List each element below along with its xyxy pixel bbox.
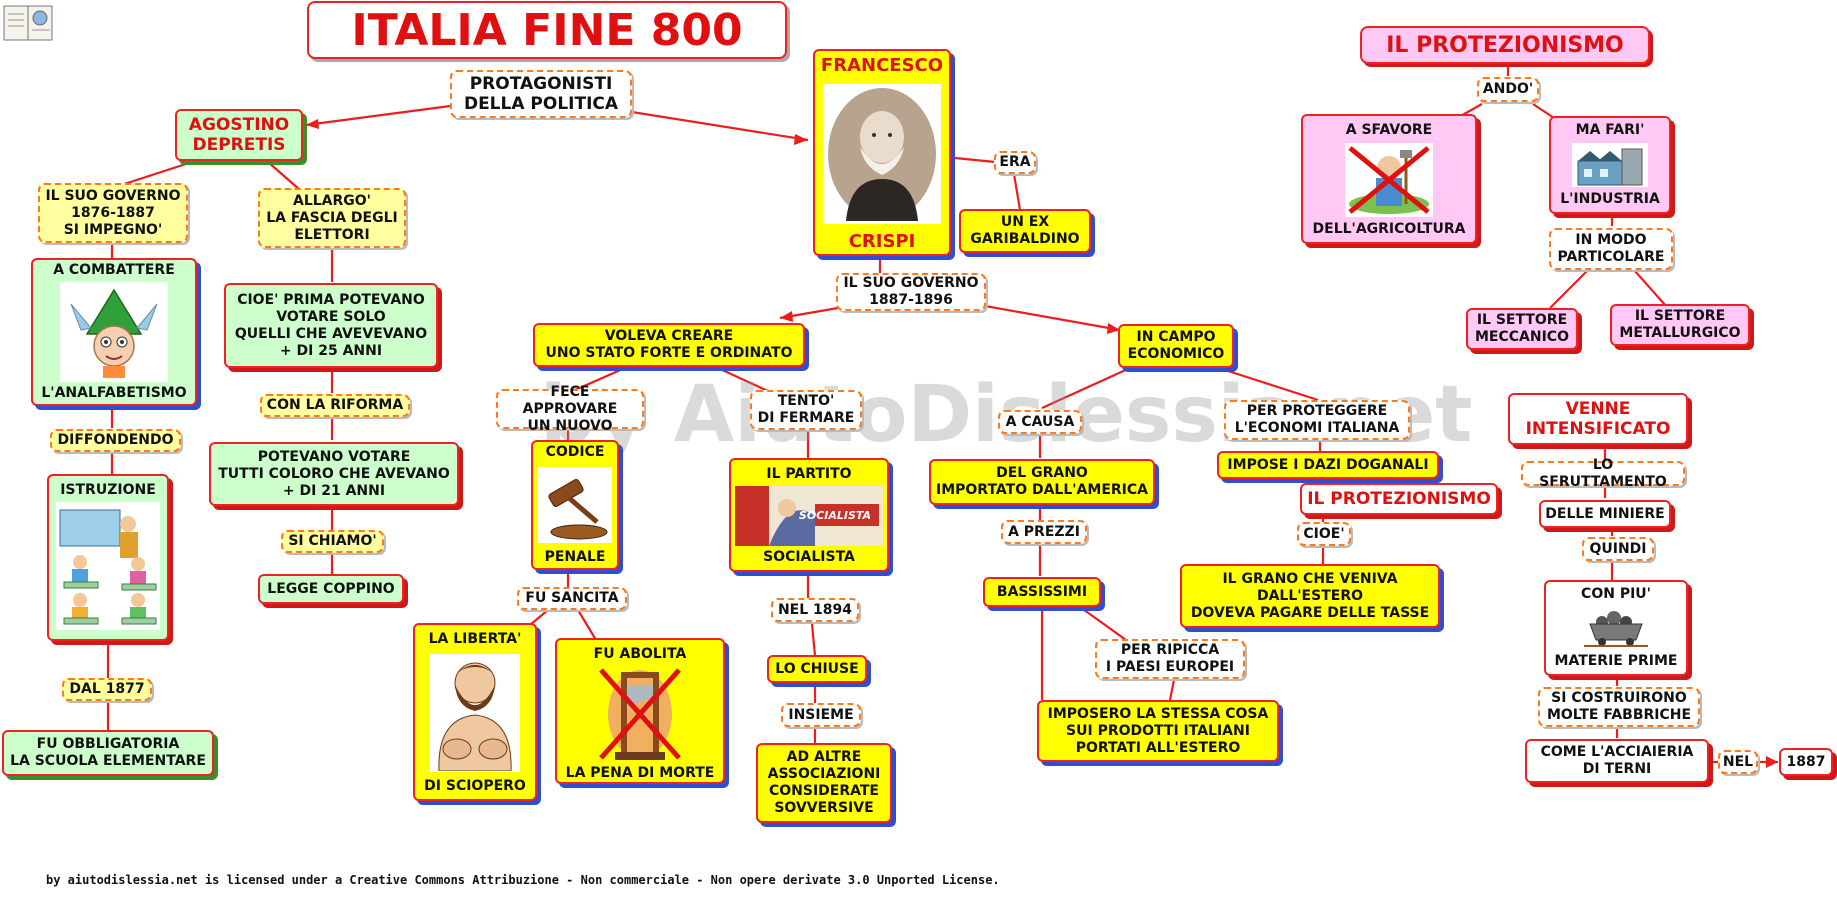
node-a-causa: A CAUSA — [998, 410, 1082, 434]
node-agricoltura: DELL'AGRICOLTURA — [1312, 221, 1466, 237]
node-per-proteggere: PER PROTEGGERE L'ECONOMI ITALIANA — [1224, 400, 1410, 440]
node-ma-fari: MA FARI' — [1575, 122, 1645, 138]
node-legge-coppino: LEGGE COPPINO — [258, 574, 404, 604]
classroom-icon — [56, 502, 160, 630]
node-socialista: SOCIALISTA — [763, 549, 855, 565]
node-sfruttamento: LO SFRUTTAMENTO — [1521, 457, 1685, 490]
node-fu-sancita: FU SANCITA — [517, 587, 627, 610]
node-depretis-governo: IL SUO GOVERNO 1876-1887 SI IMPEGNO' — [38, 183, 188, 243]
gavel-icon — [538, 467, 612, 543]
node-associazioni: AD ALTRE ASSOCIAZIONI CONSIDERATE SOVVER… — [756, 743, 892, 823]
node-si-chiamo: SI CHIAMO' — [281, 530, 384, 553]
node-potevano-votare: POTEVANO VOTARE TUTTI COLORO CHE AVEVANO… — [209, 442, 459, 506]
node-codice-penale: CODICE PENALE — [531, 440, 619, 570]
node-codice: CODICE — [545, 444, 605, 460]
node-partito: IL PARTITO — [766, 466, 852, 482]
guillotine-crossed-icon — [595, 666, 685, 762]
node-francesco-crispi: FRANCESCO CRISPI — [813, 49, 951, 256]
node-sfavore-agricoltura: A SFAVORE DELL'AGRICOLTURA — [1301, 114, 1477, 244]
node-miniere: DELLE MINIERE — [1539, 500, 1671, 528]
node-era: ERA — [994, 151, 1036, 174]
node-cioe: CIOE' — [1297, 522, 1351, 546]
node-francesco: FRANCESCO — [820, 55, 944, 76]
node-abolita-pena: FU ABOLITA LA PENA DI MORTE — [555, 638, 725, 784]
node-fece-approvare: FECE APPROVARE UN NUOVO — [496, 384, 644, 434]
node-industria: L'INDUSTRIA — [1560, 191, 1660, 207]
node-a-prezzi: A PREZZI — [1001, 520, 1087, 544]
page-title: ITALIA FINE 800 — [307, 1, 787, 59]
illiterate-boy-icon — [60, 282, 168, 382]
node-bassissimi: BASSISSIMI — [983, 577, 1101, 607]
poster-text: SOCIALISTA — [798, 508, 872, 522]
node-metallurgico: IL SETTORE METALLURGICO — [1610, 304, 1750, 346]
node-istruzione-label: ISTRUZIONE — [60, 482, 156, 498]
node-insieme: INSIEME — [781, 703, 861, 727]
node-combattere-analfabetismo: A COMBATTERE L'ANALFABETISMO — [31, 258, 197, 406]
crispi-portrait-icon — [823, 83, 941, 224]
node-meccanico: IL SETTORE MECCANICO — [1466, 308, 1578, 350]
node-depretis: AGOSTINO DEPRETIS — [175, 109, 303, 161]
node-garibaldino: UN EX GARIBALDINO — [959, 209, 1091, 253]
node-sfavore: A SFAVORE — [1345, 122, 1433, 138]
node-pena-morte: LA PENA DI MORTE — [565, 765, 715, 781]
node-voleva-creare: VOLEVA CREARE UNO STATO FORTE E ORDINATO — [533, 323, 805, 367]
node-obbligatoria: FU OBBLIGATORIA LA SCUOLA ELEMENTARE — [2, 730, 214, 776]
node-tento: TENTO' DI FERMARE — [750, 390, 862, 430]
node-liberta-sciopero: LA LIBERTA' DI SCIOPERO — [413, 623, 537, 801]
strong-man-icon — [430, 654, 520, 772]
node-grano-estero: IL GRANO CHE VENIVA DALL'ESTERO DOVEVA P… — [1180, 564, 1440, 628]
factory-icon — [1572, 143, 1648, 187]
node-intensificato: VENNE INTENSIFICATO — [1508, 393, 1688, 445]
node-con-la-riforma: CON LA RIFORMA — [260, 394, 410, 417]
node-protagonisti: PROTAGONISTI DELLA POLITICA — [450, 70, 632, 118]
mine-cart-icon — [1583, 607, 1649, 649]
license-text: by aiutodislessia.net is licensed under … — [46, 873, 1000, 887]
node-sciopero: DI SCIOPERO — [424, 778, 526, 794]
node-dal-1877: DAL 1877 — [62, 678, 152, 701]
node-costruirono: SI COSTRUIRONO MOLTE FABBRICHE — [1538, 687, 1700, 727]
node-con-piu: CON PIU' — [1581, 586, 1651, 602]
node-allargo: ALLARGO' LA FASCIA DEGLI ELETTORI — [258, 188, 406, 248]
node-penale: PENALE — [544, 549, 606, 565]
node-acciaieria: COME L'ACCIAIERIA DI TERNI — [1525, 739, 1709, 783]
node-ma-fari-industria: MA FARI' L'INDUSTRIA — [1549, 116, 1671, 214]
node-ando: ANDO' — [1477, 77, 1539, 102]
node-istruzione: ISTRUZIONE — [47, 474, 169, 641]
logo-icon — [2, 2, 57, 44]
node-fu-abolita: FU ABOLITA — [593, 646, 687, 662]
node-combattere: A COMBATTERE — [53, 262, 175, 278]
node-lo-chiuse: LO CHIUSE — [767, 655, 867, 683]
node-nel-1894: NEL 1894 — [771, 598, 859, 622]
socialist-poster-icon: SOCIALISTA — [735, 486, 883, 546]
node-nel: NEL — [1718, 750, 1758, 774]
node-crispi-governo: IL SUO GOVERNO 1887-1896 — [836, 273, 986, 311]
node-protezionismo: IL PROTEZIONISMO — [1360, 26, 1650, 64]
node-in-modo: IN MODO PARTICOLARE — [1549, 228, 1673, 270]
node-crispi: CRISPI — [848, 231, 916, 252]
agriculture-crossed-icon — [1345, 143, 1433, 217]
node-partito-socialista: IL PARTITO SOCIALISTA SOCIALISTA — [729, 458, 889, 572]
node-materie: MATERIE PRIME — [1554, 653, 1678, 669]
node-per-ripicca: PER RIPICCA I PAESI EUROPEI — [1095, 639, 1245, 679]
node-imposero: IMPOSERO LA STESSA COSA SUI PRODOTTI ITA… — [1037, 700, 1279, 762]
node-quindi: QUINDI — [1582, 537, 1654, 561]
node-dazi-doganali: IMPOSE I DAZI DOGANALI — [1217, 451, 1439, 479]
node-analfabetismo: L'ANALFABETISMO — [41, 385, 187, 401]
node-campo-economico: IN CAMPO ECONOMICO — [1118, 324, 1234, 368]
node-protezionismo-small: IL PROTEZIONISMO — [1300, 483, 1498, 515]
node-materie-prime: CON PIU' MATERIE PRIME — [1544, 580, 1688, 676]
node-grano-america: DEL GRANO IMPORTATO DALL'AMERICA — [929, 459, 1155, 505]
node-anno-1887: 1887 — [1779, 748, 1833, 776]
node-cioe-prima: CIOE' PRIMA POTEVANO VOTARE SOLO QUELLI … — [224, 283, 438, 368]
node-liberta: LA LIBERTA' — [428, 631, 522, 647]
node-diffondendo: DIFFONDENDO — [50, 429, 181, 452]
